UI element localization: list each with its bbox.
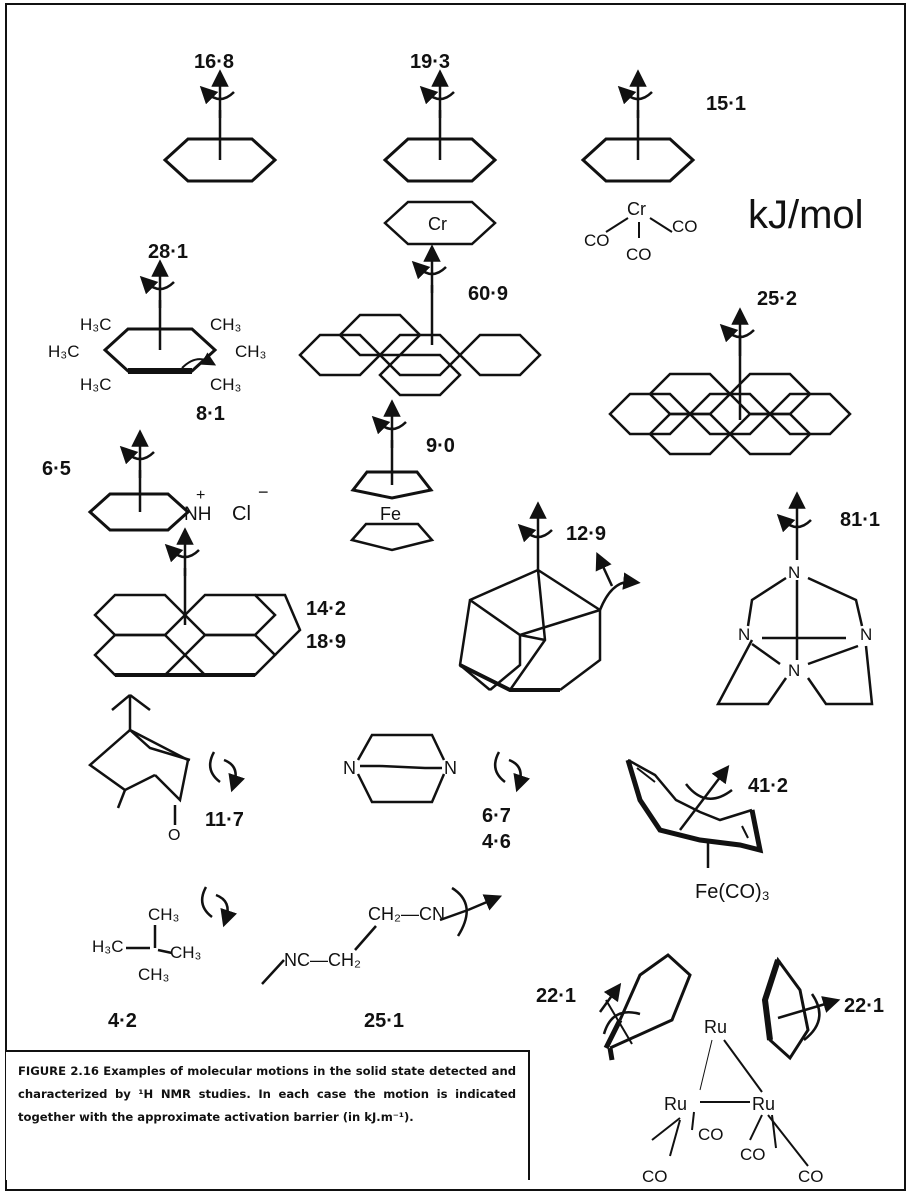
methyl-label: CH₃ — [210, 315, 241, 334]
ch2-cn-label: CH₂—CN — [368, 904, 445, 924]
benzene-cr-tricarbonyl-molecule: Cr CO CO CO 15·1 — [580, 78, 746, 264]
nitrogen-label: N — [444, 758, 457, 778]
barrier-adamantane: 12·9 — [566, 523, 606, 545]
barrier-hexamethylbenzene-ring: 28·1 — [148, 241, 188, 263]
methyl-rotation-arrow-icon — [181, 352, 217, 369]
barrier-ferrocene: 9·0 — [426, 435, 455, 457]
nc-ch2-label: NC—CH₂ — [284, 950, 361, 970]
pyridinium-chloride-molecule: NH + Cl − 6·5 — [42, 438, 269, 532]
barrier-dabco-a: 6·7 — [482, 805, 511, 827]
barrier-camphor: 11·7 — [205, 809, 244, 831]
nitrogen-label: N — [738, 625, 750, 644]
co-ligand-label: CO — [740, 1145, 766, 1164]
barrier-coronene: 25·2 — [757, 288, 797, 310]
adamantane-molecule — [458, 501, 641, 692]
rotation-arrow-icon — [426, 78, 454, 118]
rotation-arrow-icon — [726, 316, 754, 356]
chloride-label: Cl — [232, 503, 251, 525]
ruthenium-label: Ru — [752, 1094, 775, 1114]
methyl-label: H₃C — [48, 342, 79, 361]
barrier-cot-fe: 41·2 — [748, 775, 788, 797]
barrier-benzene-cr-tricarbonyl: 15·1 — [706, 93, 746, 115]
hexamethylbenzene-molecule: H₃C CH₃ H₃C CH₃ H₃C CH₃ 28·1 8·1 — [48, 241, 266, 425]
dibenzene-chromium-molecule: Cr 19·3 — [382, 51, 498, 246]
rotation-arrow-icon — [126, 438, 154, 478]
co-ligand-label: CO — [626, 245, 652, 264]
methyl-label: H₃C — [80, 375, 111, 394]
nitrogen-label: N — [788, 661, 800, 680]
chromium-label: Cr — [627, 199, 646, 219]
barrier-acenaphthene-b: 18·9 — [306, 631, 346, 653]
methyl-label: CH₃ — [210, 375, 241, 394]
rotation-arrow-icon — [624, 78, 652, 118]
nitrogen-label: N — [788, 563, 800, 582]
barrier-pyrene: 60·9 — [468, 283, 508, 305]
co-ligand-label: CO — [642, 1167, 668, 1186]
methyl-label: CH₃ — [235, 342, 266, 361]
units-label: kJ/mol — [748, 193, 864, 237]
dabco-molecule: N N 6·7 4·6 — [343, 733, 521, 853]
nitrogen-label: N — [860, 625, 872, 644]
benzene-molecule: 16·8 — [162, 51, 278, 183]
tumble-arrow-icon — [495, 752, 520, 784]
neopentane-molecule: CH₃ H₃C CH₃ CH₃ 4·2 — [92, 887, 228, 1032]
succinonitrile-molecule: NC—CH₂ CH₂—CN 25·1 — [261, 886, 503, 1032]
barrier-dibenzene-chromium: 19·3 — [410, 51, 450, 73]
tumble-arrow-icon — [202, 887, 227, 919]
ruthenium-label: Ru — [704, 1017, 727, 1037]
rotation-arrow-icon — [146, 268, 174, 308]
charge-minus: − — [258, 482, 269, 502]
barrier-pyridinium: 6·5 — [42, 458, 71, 480]
co-ligand-label: CO — [584, 231, 610, 250]
rotation-arrow-icon — [171, 536, 199, 576]
chromium-label: Cr — [428, 214, 447, 234]
cot-iron-tricarbonyl-molecule: Fe(CO)₃ 41·2 — [625, 758, 788, 903]
hexamethylenetetramine-molecule: N N N N 81·1 — [715, 491, 880, 706]
barrier-ru-right: 22·1 — [844, 995, 884, 1017]
barrier-acenaphthene-a: 14·2 — [306, 598, 346, 620]
acenaphthene-molecule: 14·2 18·9 — [93, 536, 346, 677]
rotation-arrow-icon — [206, 78, 234, 118]
pyrene-molecule: 60·9 — [298, 253, 542, 397]
co-ligand-label: CO — [798, 1167, 824, 1186]
figure-caption: FIGURE 2.16 Examples of molecular motion… — [18, 1064, 516, 1124]
barrier-hmt: 81·1 — [840, 509, 880, 531]
oxygen-label: O — [168, 827, 180, 844]
barrier-neopentane: 4·2 — [108, 1010, 137, 1032]
rotation-arrow-icon — [378, 408, 406, 448]
barrier-dabco-b: 4·6 — [482, 831, 511, 853]
barrier-ru-left: 22·1 — [536, 985, 576, 1007]
camphor-molecule: O 11·7 — [87, 694, 244, 844]
co-ligand-label: CO — [698, 1125, 724, 1144]
rotation-arrow-icon — [418, 253, 446, 293]
figure-frame — [5, 3, 906, 1191]
charge-plus: + — [196, 487, 205, 504]
methyl-label: H₃C — [92, 937, 123, 956]
fe-co3-label: Fe(CO)₃ — [695, 881, 770, 903]
coronene-molecule: 25·2 — [608, 288, 852, 456]
methyl-label: CH₃ — [148, 905, 179, 924]
ruthenium-label: Ru — [664, 1094, 687, 1114]
methyl-label: CH₃ — [170, 943, 201, 962]
barrier-hexamethylbenzene-methyl: 8·1 — [196, 403, 225, 425]
methyl-label: H₃C — [80, 315, 111, 334]
barrier-benzene: 16·8 — [194, 51, 234, 73]
ferrocene-molecule: Fe 9·0 — [349, 408, 455, 552]
nh-label: NH — [184, 504, 211, 525]
barrier-succinonitrile: 25·1 — [364, 1010, 404, 1032]
caption-box: FIGURE 2.16 Examples of molecular motion… — [6, 1050, 530, 1180]
iron-label: Fe — [380, 504, 401, 524]
methyl-label: CH₃ — [138, 965, 169, 984]
nitrogen-label: N — [343, 758, 356, 778]
ru-cluster-molecule: Ru Ru Ru CO CO CO CO 22·1 22·1 — [536, 953, 884, 1186]
tumble-arrow-icon — [210, 752, 235, 784]
co-ligand-label: CO — [672, 217, 698, 236]
